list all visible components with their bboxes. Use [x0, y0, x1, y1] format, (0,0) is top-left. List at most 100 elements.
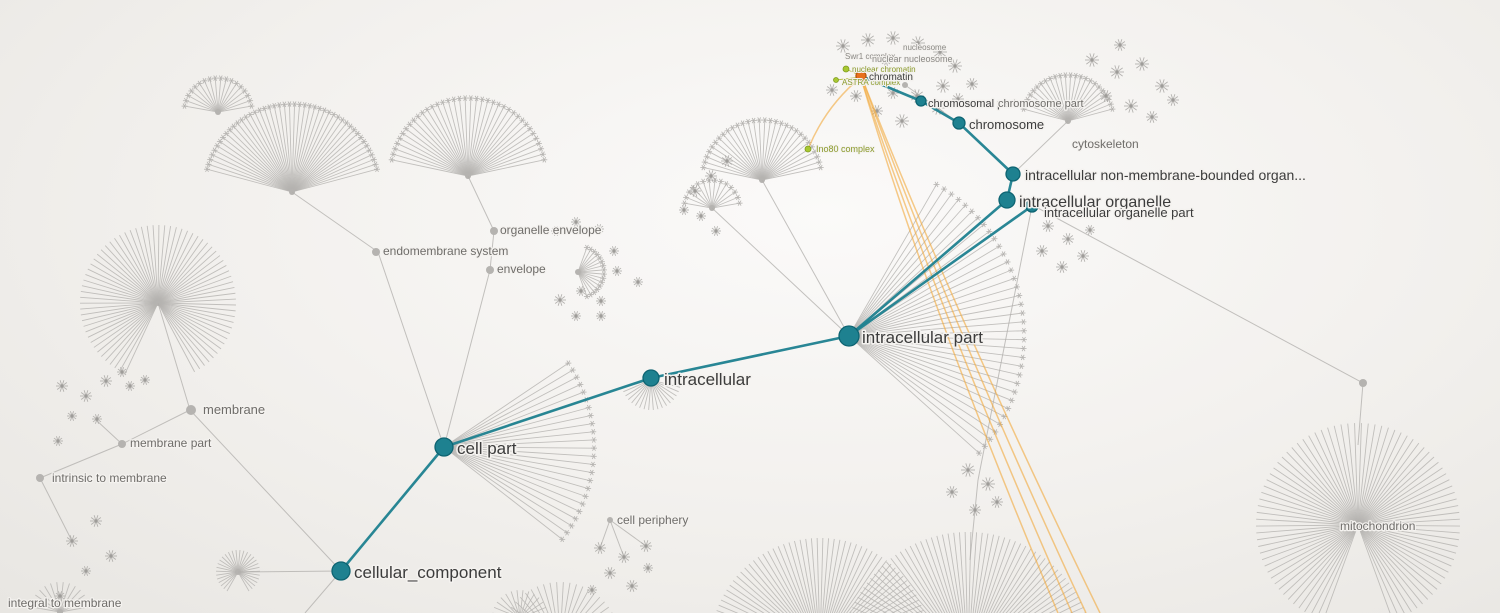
fan-tip-star — [430, 103, 434, 110]
term-label-nuclear-chromatin[interactable]: nuclear chromatin — [851, 64, 917, 75]
fan-spoke — [391, 159, 469, 177]
fan-spoke — [1033, 90, 1069, 122]
fan-tip-star — [1068, 72, 1073, 78]
fan-spoke — [263, 108, 293, 193]
fan-spoke — [467, 128, 531, 177]
fan-tip-star — [395, 140, 399, 147]
fan-tip-star — [1019, 301, 1023, 308]
term-label-cell-part[interactable]: cell part — [456, 438, 519, 460]
star-node — [81, 566, 91, 576]
term-node-chromosomal-part[interactable] — [915, 95, 927, 107]
term-label-membrane[interactable]: membrane — [202, 401, 267, 419]
fan-spoke — [157, 225, 166, 304]
term-label-astra-complex[interactable]: ASTRA complex — [841, 77, 901, 88]
star-node — [594, 224, 604, 234]
term-label-organelle-envelope[interactable]: organelle envelope — [499, 222, 603, 239]
fan-spoke — [726, 589, 765, 613]
term-label-cellular-component[interactable]: cellular_component — [353, 562, 504, 584]
term-label-intracellular-part[interactable]: intracellular part — [861, 327, 985, 349]
term-node-intracellular-part[interactable] — [838, 325, 860, 347]
fan-spoke — [157, 302, 196, 373]
term-node-chromatin[interactable] — [855, 70, 867, 82]
fan-tip-star — [234, 80, 239, 87]
term-label-intracellular-organelle-part[interactable]: intracellular organelle part — [1043, 204, 1196, 222]
term-label-ino80-complex[interactable]: Ino80 complex — [815, 143, 876, 155]
fan-tip-star — [586, 485, 590, 492]
fan-spoke — [925, 539, 953, 613]
fan-spoke — [157, 302, 236, 312]
term-node-cellular-component[interactable] — [331, 561, 351, 581]
fan-spoke — [109, 302, 159, 365]
term-label-chromatin[interactable]: chromatin — [868, 71, 915, 85]
fan-spoke — [402, 133, 469, 177]
term-label-mitochondrion[interactable]: mitochondrion — [1339, 518, 1417, 535]
fan-spoke — [577, 271, 598, 290]
fan-tip-star — [542, 156, 547, 163]
term-node-intracellular[interactable] — [642, 369, 660, 387]
term-node-intracellular-organelle[interactable] — [998, 191, 1016, 209]
fan-spoke — [291, 159, 374, 193]
term-label-membrane-part[interactable]: membrane part — [129, 435, 214, 452]
term-node-ino80-complex[interactable] — [804, 145, 812, 153]
fan-tip-star — [1058, 72, 1063, 79]
term-label-intracellular[interactable]: intracellular — [663, 369, 753, 391]
gray-node — [607, 517, 613, 523]
star-center — [1140, 62, 1144, 66]
term-label-endomembrane-system[interactable]: endomembrane system — [382, 243, 510, 260]
star-node — [1042, 220, 1054, 232]
fan-spoke — [762, 553, 800, 613]
fan-spoke — [226, 571, 239, 592]
term-label-envelope[interactable]: envelope — [496, 261, 548, 278]
term-label-intrinsic-to-membrane[interactable]: intrinsic to membrane — [51, 470, 169, 487]
fan-cluster — [492, 590, 548, 613]
star-center — [590, 588, 594, 592]
fan-tip-star — [257, 107, 262, 114]
fan-tip-star — [588, 246, 593, 253]
fan-spoke — [718, 604, 739, 613]
orange-edge-layer — [808, 68, 1101, 613]
term-node-astra-complex[interactable] — [833, 77, 839, 83]
fan-spoke — [157, 302, 210, 363]
star-node — [633, 277, 643, 287]
fan-spoke — [87, 268, 159, 304]
term-label-cytoskeleton[interactable]: cytoskeleton — [1071, 136, 1140, 153]
fan-spoke — [1259, 498, 1359, 526]
term-label-chromosome[interactable]: chromosome — [968, 116, 1046, 134]
term-label-nuclear-nucleosome[interactable]: nuclear nucleosome — [871, 53, 954, 65]
term-label-chromosomal-part[interactable]: chromosomal part — [927, 97, 1018, 112]
highlight-edge — [860, 74, 922, 103]
star-node — [594, 542, 606, 554]
term-node-cell-part[interactable] — [434, 437, 454, 457]
term-label-swr1-complex[interactable]: Swr1 complex — [844, 51, 896, 62]
fan-spoke — [443, 446, 586, 497]
fan-spoke — [577, 271, 604, 275]
orange-edge — [808, 76, 862, 148]
term-label-chromosome-part[interactable]: chromosome part — [997, 97, 1085, 112]
fan-spoke — [1357, 498, 1457, 526]
fan-spoke — [237, 550, 245, 573]
fan-spoke — [81, 302, 159, 322]
term-node-intracellular-organelle-part[interactable] — [1025, 199, 1039, 213]
fan-tip-star — [569, 523, 574, 529]
star-node — [596, 311, 606, 321]
fan-spoke — [840, 553, 878, 613]
fan-spoke — [761, 161, 820, 181]
fan-spoke — [864, 580, 908, 613]
term-node-intracellular-non-membrane-bounded-organ[interactable] — [1005, 166, 1021, 182]
fan-spoke — [409, 123, 469, 177]
term-label-nucleosome[interactable]: nucleosome — [902, 42, 948, 53]
fan-spoke — [1357, 505, 1459, 526]
term-label-intracellular-non-membrane-bounded-organ[interactable]: intracellular non-membrane-bounded organ… — [1024, 166, 1308, 185]
fan-spoke — [747, 121, 763, 181]
term-label-intracellular-organelle[interactable]: intracellular organelle — [1018, 193, 1173, 213]
star-node — [55, 591, 65, 601]
fan-layer — [30, 72, 1460, 613]
fan-spoke — [443, 446, 591, 482]
term-label-cell-periphery[interactable]: cell periphery — [616, 512, 690, 529]
term-node-nuclear-chromatin[interactable] — [842, 65, 850, 73]
fan-spoke — [848, 321, 1024, 337]
star-center — [143, 378, 147, 382]
term-label-integral-to-membrane[interactable]: integral to membrane — [7, 595, 123, 612]
term-node-chromosome[interactable] — [952, 116, 966, 130]
